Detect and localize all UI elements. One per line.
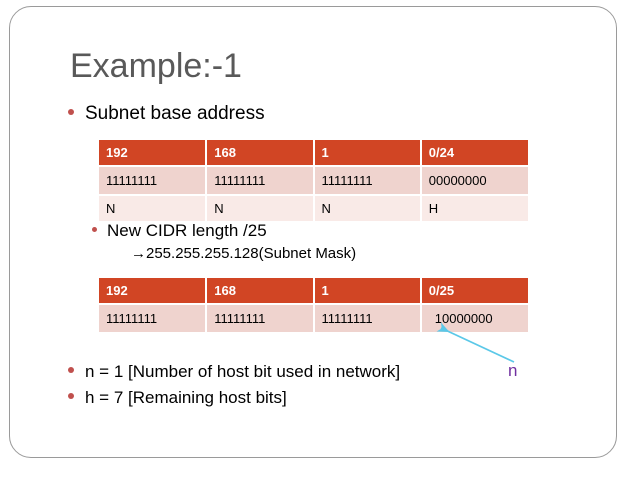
table-cell: 0/25 — [420, 278, 528, 305]
page-title: Example:-1 — [70, 47, 242, 85]
subnet-base-address-table: 192 168 1 0/24 11111111 11111111 1111111… — [99, 140, 528, 221]
table-cell: 10000000 — [420, 304, 528, 334]
table-row: N N N H — [99, 195, 528, 221]
bullet-new-cidr-length: New CIDR length /25 — [92, 221, 267, 241]
bullet-h-value: h = 7 [Remaining host bits] — [68, 388, 287, 408]
bullet-n-value: n = 1 [Number of host bit used in networ… — [68, 362, 400, 382]
table-cell: 11111111 — [313, 166, 422, 196]
table-cell: 192 — [99, 140, 208, 167]
table-row: 11111111 11111111 11111111 10000000 — [99, 304, 528, 334]
table-cell: N — [206, 195, 315, 221]
table-cell: 1 — [313, 278, 422, 305]
table-cell: 11111111 — [206, 166, 315, 196]
table-cell: 168 — [206, 140, 315, 167]
bullet-n-value-label: n = 1 [Number of host bit used in networ… — [85, 362, 401, 381]
table-cell: 00000000 — [420, 166, 528, 196]
annotation-label-n: n — [508, 361, 518, 380]
bullet-subnet-base-address-label: Subnet base address — [85, 103, 265, 124]
bullet-dot-icon — [92, 227, 97, 232]
table-cell: 11111111 — [99, 166, 208, 196]
table-row: 11111111 11111111 11111111 00000000 — [99, 166, 528, 196]
table-cell: N — [99, 195, 208, 221]
table-row-header: 192 168 1 0/25 — [99, 278, 528, 305]
table-cell: H — [420, 195, 528, 221]
table-cell: 11111111 — [206, 304, 315, 334]
new-cidr-table: 192 168 1 0/25 11111111 11111111 1111111… — [99, 278, 528, 334]
table-cell: 1 — [313, 140, 422, 167]
table-cell: 11111111 — [313, 304, 422, 334]
table-cell: 11111111 — [99, 304, 208, 334]
bullet-dot-icon — [68, 393, 74, 399]
bullet-dot-icon — [68, 109, 74, 115]
bullet-dot-icon — [68, 367, 74, 373]
table-cell: N — [313, 195, 422, 221]
subnet-mask-line: →255.255.255.128(Subnet Mask) — [131, 245, 357, 262]
bullet-h-value-label: h = 7 [Remaining host bits] — [85, 388, 287, 407]
bullet-subnet-base-address: Subnet base address — [68, 103, 265, 125]
table-cell: 0/24 — [420, 140, 528, 167]
table-cell: 192 — [99, 278, 208, 305]
table-cell: 168 — [206, 278, 315, 305]
table-row-header: 192 168 1 0/24 — [99, 140, 528, 167]
bullet-new-cidr-length-label: New CIDR length /25 — [107, 221, 267, 240]
